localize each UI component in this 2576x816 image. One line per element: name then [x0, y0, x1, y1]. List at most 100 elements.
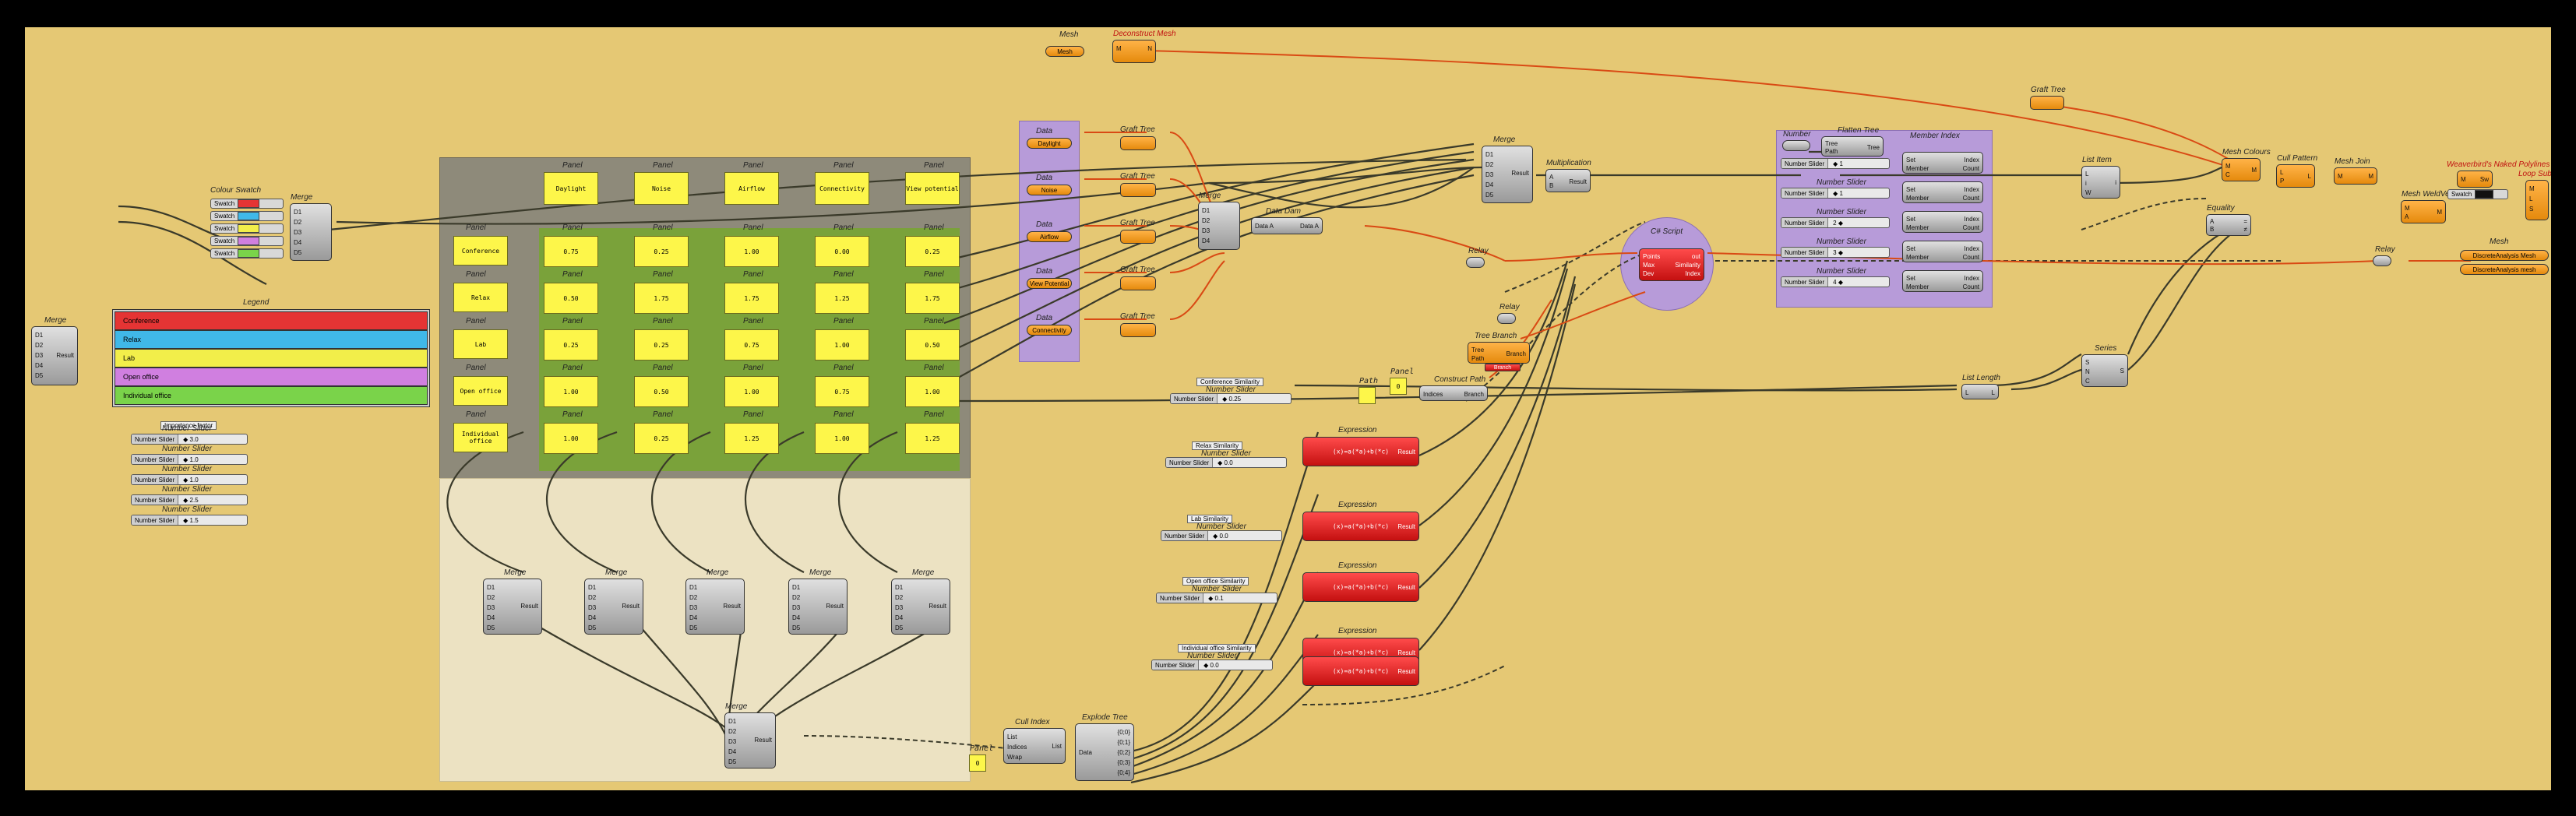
- port-neq[interactable]: ≠: [2243, 226, 2247, 233]
- expression-out[interactable]: Result: [1397, 668, 1415, 675]
- port-d4[interactable]: D4: [728, 748, 737, 755]
- mesh-colours-inputs[interactable]: M C: [2225, 162, 2231, 179]
- expression-out[interactable]: Result: [1397, 584, 1415, 591]
- data-param[interactable]: View Potential: [1027, 278, 1072, 289]
- multiplication-output[interactable]: Result: [1569, 178, 1587, 185]
- port-count[interactable]: Count: [1962, 283, 1979, 290]
- port-d3[interactable]: D3: [689, 604, 698, 611]
- port-count[interactable]: Count: [1962, 195, 1979, 202]
- port-out-0[interactable]: {0;0}: [1117, 729, 1130, 736]
- member-slider-2[interactable]: Number Slider◆ 1: [1781, 188, 1890, 199]
- cull-inputs[interactable]: List Indices Wrap: [1007, 732, 1027, 762]
- equality-outs[interactable]: = ≠: [2243, 218, 2247, 234]
- merge-bottom-output[interactable]: Result: [723, 603, 741, 610]
- data-dam-in[interactable]: Data A: [1255, 223, 1274, 230]
- port-d1[interactable]: D1: [689, 584, 698, 591]
- deconstruct-mesh-node[interactable]: Deconstruct Mesh M N: [1112, 30, 1176, 63]
- colour-swatch-1[interactable]: Swatch: [210, 199, 284, 209]
- mesh-colours-node[interactable]: Mesh Colours M C M: [2222, 148, 2271, 181]
- port-index[interactable]: Index: [1964, 275, 1979, 282]
- matrix-cell[interactable]: 1.00: [905, 376, 960, 407]
- port-member[interactable]: Member: [1906, 165, 1929, 172]
- importance-slider-5[interactable]: Number Slider◆ 1.5: [131, 515, 248, 526]
- cull-pattern-inputs[interactable]: L P: [2280, 168, 2284, 185]
- cull-pattern-node[interactable]: Cull Pattern L P L: [2276, 154, 2317, 188]
- explode-outs[interactable]: {0;0} {0;1} {0;2} {0;3} {0;4}: [1118, 727, 1130, 778]
- port-d5[interactable]: D5: [35, 372, 44, 379]
- port-d5[interactable]: D5: [792, 624, 801, 631]
- port-path[interactable]: Path: [1471, 355, 1485, 362]
- construct-path-node[interactable]: Construct Path Indices Branch: [1419, 375, 1488, 401]
- port-d4[interactable]: D4: [35, 362, 44, 369]
- port-d4[interactable]: D4: [1202, 237, 1210, 244]
- swatch-small[interactable]: Swatch: [2447, 189, 2508, 199]
- list-length-node[interactable]: List Length L L: [1961, 374, 2000, 399]
- port-d3[interactable]: D3: [588, 604, 597, 611]
- port-d1[interactable]: D1: [35, 332, 44, 339]
- matrix-cell[interactable]: 0.25: [634, 329, 689, 361]
- merge-mid-node[interactable]: Merge D1 D2 D3 D4: [1198, 192, 1240, 250]
- port-set[interactable]: Set: [1906, 216, 1916, 223]
- grasshopper-canvas[interactable]: Mesh Mesh Deconstruct Mesh M N Colour Sw…: [25, 27, 2551, 790]
- importance-slider-2[interactable]: Number Slider◆ 1.0: [131, 454, 248, 465]
- matrix-cell[interactable]: 1.00: [544, 376, 598, 407]
- merge-swatch-node[interactable]: Merge D1 D2 D3 D4 D5: [290, 193, 332, 261]
- similarity-slider-4[interactable]: Number Slider◆ 0.1: [1156, 593, 1277, 603]
- port-m[interactable]: M: [2405, 205, 2410, 212]
- merge-left-node[interactable]: Merge D1 D2 D3 D4 D5 Result: [31, 316, 78, 385]
- port-d3[interactable]: D3: [895, 604, 904, 611]
- column-header-panel[interactable]: Connectivity: [815, 172, 869, 205]
- port-l[interactable]: L: [2085, 171, 2089, 178]
- mesh-out-2[interactable]: DiscreteAnalysis mesh: [2460, 264, 2549, 275]
- merge-bottom-output[interactable]: Result: [826, 603, 844, 610]
- series-inputs[interactable]: S N C: [2085, 358, 2090, 386]
- flatten-inputs[interactable]: Tree Path: [1825, 140, 1838, 156]
- port-d1[interactable]: D1: [792, 584, 801, 591]
- port-d2[interactable]: D2: [588, 594, 597, 601]
- cull-index-node[interactable]: Cull Index List Indices Wrap List: [1003, 718, 1066, 764]
- matrix-cell[interactable]: 0.25: [544, 329, 598, 361]
- port-d2[interactable]: D2: [1202, 217, 1210, 224]
- column-header-panel[interactable]: View potential: [905, 172, 960, 205]
- port-d2[interactable]: D2: [792, 594, 801, 601]
- matrix-cell[interactable]: 0.25: [905, 236, 960, 267]
- expression-node-2[interactable]: (x)=a(*a)+b(*c)Result: [1302, 512, 1419, 541]
- port-d5[interactable]: D5: [1485, 192, 1494, 199]
- port-eq[interactable]: =: [2243, 218, 2247, 225]
- matrix-cell[interactable]: 1.00: [815, 423, 869, 454]
- similarity-slider-2[interactable]: Number Slider◆ 0.0: [1165, 457, 1287, 468]
- matrix-cell[interactable]: 0.50: [634, 376, 689, 407]
- data-dam-node[interactable]: Data Dam Data A Data A: [1251, 207, 1323, 234]
- port-d5[interactable]: D5: [588, 624, 597, 631]
- port-tree[interactable]: Tree: [1471, 346, 1485, 353]
- port-d4[interactable]: D4: [895, 614, 904, 621]
- expression-node-3[interactable]: (x)=a(*a)+b(*c)Result: [1302, 572, 1419, 602]
- number-param[interactable]: Number: [1782, 130, 1811, 151]
- row-label-panel[interactable]: Individual office: [453, 423, 508, 452]
- loop-subdiv-inputs[interactable]: M L S: [2529, 184, 2535, 214]
- graft-tree-node[interactable]: [1120, 323, 1156, 337]
- matrix-cell[interactable]: 0.75: [544, 236, 598, 267]
- matrix-cell[interactable]: 1.75: [724, 283, 779, 314]
- cscript-node[interactable]: C# Script Points Max Dev out Similarity …: [1639, 227, 1704, 281]
- port-d1[interactable]: D1: [1485, 151, 1494, 158]
- port-out-4[interactable]: {0;4}: [1117, 769, 1130, 776]
- graft-top-node[interactable]: Graft Tree: [2030, 86, 2066, 110]
- member-slider-1[interactable]: Number Slider◆ 1: [1781, 158, 1890, 169]
- row-label-panel[interactable]: Conference: [453, 236, 508, 266]
- port-set[interactable]: Set: [1906, 275, 1916, 282]
- merge-bottom-output[interactable]: Result: [520, 603, 538, 610]
- matrix-cell[interactable]: 0.00: [815, 236, 869, 267]
- matrix-cell[interactable]: 1.25: [905, 423, 960, 454]
- port-out-3[interactable]: {0;3}: [1117, 759, 1130, 766]
- port-l[interactable]: L: [2280, 169, 2284, 176]
- merge-final-node[interactable]: Merge D1 D2 D3 D4 D5 Result: [724, 702, 776, 769]
- weaverbird-out[interactable]: Sw: [2479, 176, 2489, 183]
